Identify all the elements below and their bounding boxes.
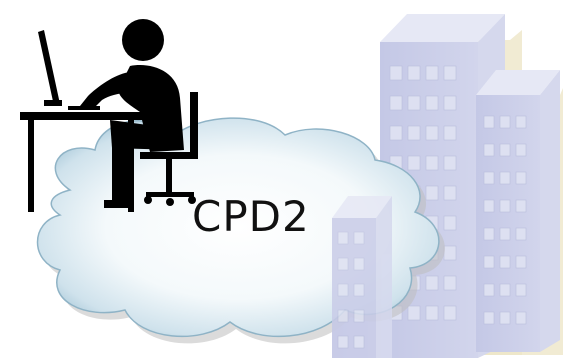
person-at-computer-icon (20, 19, 198, 212)
office-buildings-icon (332, 14, 563, 358)
cloud-label: CPD2 (192, 192, 310, 241)
front-building-overlay (332, 196, 392, 358)
